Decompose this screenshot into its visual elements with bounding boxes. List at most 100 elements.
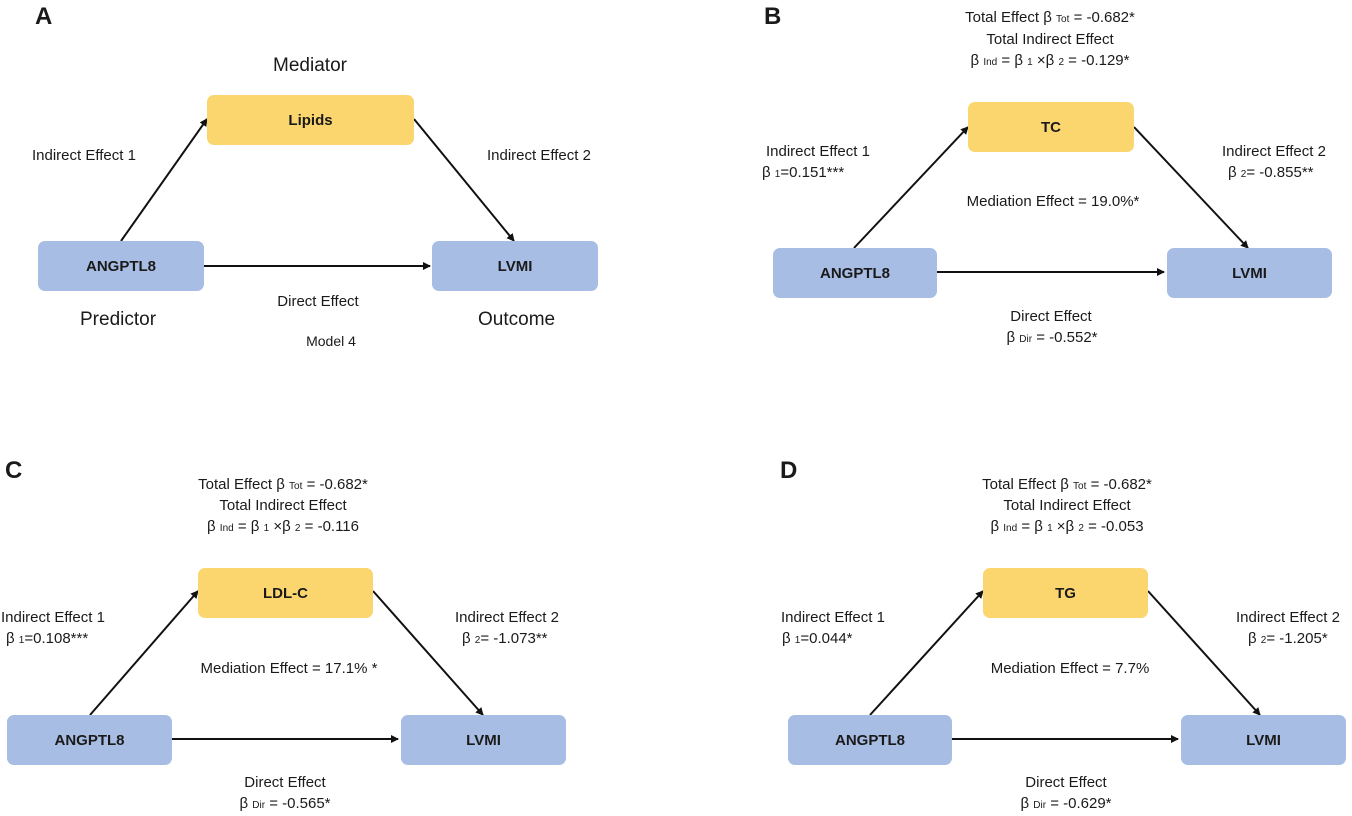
indirect-effect-2-label: Indirect Effect 2 <box>1222 143 1326 160</box>
ind-sub: Ind <box>983 57 998 68</box>
mediator-box: TG <box>983 568 1148 618</box>
indirect-effect-2-label: Indirect Effect 2 <box>1236 609 1340 626</box>
ind-mid-2: ×β <box>273 518 291 535</box>
panel-b: B Total Effect β Tot = -0.682* Total Ind… <box>676 0 1352 407</box>
panel-c-arrows <box>89 590 484 743</box>
ind-sub-2: 2 <box>1078 523 1084 534</box>
panel-letter: D <box>780 457 798 484</box>
panel-letter: C <box>5 457 23 484</box>
mediator-heading: Mediator <box>273 55 347 76</box>
beta-2-value: = -1.205* <box>1266 630 1328 647</box>
dir-value: = -0.552* <box>1036 329 1098 346</box>
ind-value: = -0.116 <box>304 518 360 535</box>
dir-sub: Dir <box>252 800 266 811</box>
total-effect-prefix: Total Effect β <box>982 476 1069 493</box>
arrow-indirect-2 <box>1147 590 1261 716</box>
predictor-label: Predictor <box>80 309 157 330</box>
ind-sub-2: 2 <box>1058 57 1065 68</box>
beta-2: β 2= -0.855** <box>1228 164 1314 181</box>
total-effect: Total Effect β Tot = -0.682* <box>965 8 1135 30</box>
beta-2-value: = -0.855** <box>1246 164 1314 181</box>
indirect-effect-2-label: Indirect Effect 2 <box>455 609 559 626</box>
total-effect-sub: Tot <box>1073 481 1087 492</box>
beta-2-sub: 2 <box>1240 169 1247 180</box>
dir-value: = -0.565* <box>269 795 331 812</box>
predictor-box: ANGPTL8 <box>7 715 172 765</box>
ind-sub-1: 1 <box>263 523 270 534</box>
total-effect: Total Effect β Tot = -0.682* <box>198 475 368 497</box>
panel-a-arrows <box>120 118 515 270</box>
ind-prefix: β <box>206 518 216 535</box>
ind-prefix: β <box>970 52 980 69</box>
beta-1-sub: 1 <box>774 169 781 180</box>
beta-1-value: =0.044* <box>800 630 853 647</box>
ind-mid-1: = β <box>1001 52 1023 69</box>
arrow-indirect-1 <box>869 590 984 716</box>
dir-sub: Dir <box>1019 334 1033 345</box>
direct-effect-label: Direct Effect <box>277 293 359 310</box>
dir-value: = -0.629* <box>1050 795 1112 812</box>
arrow-indirect-2 <box>372 590 484 716</box>
panel-letter: B <box>764 3 782 30</box>
ind-mid-1: = β <box>237 518 260 535</box>
indirect-product: β Ind = β 1 ×β 2 = -0.129* <box>971 51 1130 73</box>
beta-1-value: =0.151*** <box>780 164 845 181</box>
beta-1-sub: 1 <box>794 635 801 646</box>
indirect-effect-1-label: Indirect Effect 1 <box>766 143 870 160</box>
total-effect-prefix: Total Effect β <box>198 476 285 493</box>
panel-c: C Total Effect β Tot = -0.682* Total Ind… <box>0 407 676 814</box>
ind-sub: Ind <box>219 523 234 534</box>
total-effect-value: = -0.682* <box>1073 9 1135 26</box>
outcome-box: LVMI <box>432 241 598 291</box>
panel-a: A Mediator Lipids ANGPTL8 LVMI Indirect … <box>0 0 676 407</box>
beta-2: β 2= -1.073** <box>462 630 548 647</box>
ind-mid-2: ×β <box>1056 518 1075 535</box>
beta-2-sub: 2 <box>474 635 481 646</box>
panel-d: D Total Effect β Tot = -0.682* Total Ind… <box>676 407 1352 814</box>
outcome-box: LVMI <box>1181 715 1346 765</box>
total-effect-sub: Tot <box>289 481 303 492</box>
mediation-effect: Mediation Effect = 17.1% * <box>200 660 378 677</box>
beta-1: β 1=0.044* <box>782 630 853 647</box>
direct-beta: β Dir = -0.552* <box>1006 329 1098 346</box>
beta-1: β 1=0.108*** <box>6 630 89 647</box>
total-effect-sub: Tot <box>1056 14 1070 25</box>
ind-value: = -0.053 <box>1088 518 1144 535</box>
mediator-box: TC <box>968 102 1134 152</box>
arrow-indirect-1 <box>120 118 208 242</box>
ind-mid-1: = β <box>1021 518 1043 535</box>
panel-d-arrows <box>869 590 1261 743</box>
direct-beta: β Dir = -0.629* <box>1020 795 1112 812</box>
total-effect-value: = -0.682* <box>306 476 368 493</box>
arrow-indirect-2 <box>1133 126 1249 249</box>
indirect-product: β Ind = β 1 ×β 2 = -0.053 <box>990 517 1143 539</box>
indirect-effect-1-label: Indirect Effect 1 <box>1 609 105 626</box>
ind-value: = -0.129* <box>1068 52 1130 69</box>
panel-b-arrows <box>853 126 1249 276</box>
ind-mid-2: ×β <box>1036 52 1055 69</box>
model-label: Model 4 <box>306 333 356 349</box>
panel-letter: A <box>35 3 53 30</box>
outcome-box: LVMI <box>1167 248 1332 298</box>
beta-1-sub: 1 <box>18 635 25 646</box>
predictor-box: ANGPTL8 <box>773 248 937 298</box>
ind-sub: Ind <box>1003 523 1018 534</box>
total-effect-value: = -0.682* <box>1090 476 1152 493</box>
mediator-box: LDL-C <box>198 568 373 618</box>
total-indirect-label: Total Indirect Effect <box>219 497 347 514</box>
predictor-box: ANGPTL8 <box>38 241 204 291</box>
arrow-indirect-1 <box>89 590 199 716</box>
indirect-effect-1-label: Indirect Effect 1 <box>32 147 136 164</box>
ind-prefix: β <box>990 518 1000 535</box>
beta-1: β 1=0.151*** <box>762 164 845 181</box>
dir-sub: Dir <box>1033 800 1047 811</box>
indirect-effect-1-label: Indirect Effect 1 <box>781 609 885 626</box>
beta-2-sub: 2 <box>1260 635 1267 646</box>
direct-beta: β Dir = -0.565* <box>239 795 331 812</box>
total-indirect-label: Total Indirect Effect <box>1003 497 1131 514</box>
beta-2: β 2= -1.205* <box>1248 630 1328 647</box>
mediation-effect: Mediation Effect = 19.0%* <box>966 193 1140 210</box>
total-effect-prefix: Total Effect β <box>965 9 1052 26</box>
direct-effect-label: Direct Effect <box>244 774 326 791</box>
total-indirect-label: Total Indirect Effect <box>986 31 1114 48</box>
